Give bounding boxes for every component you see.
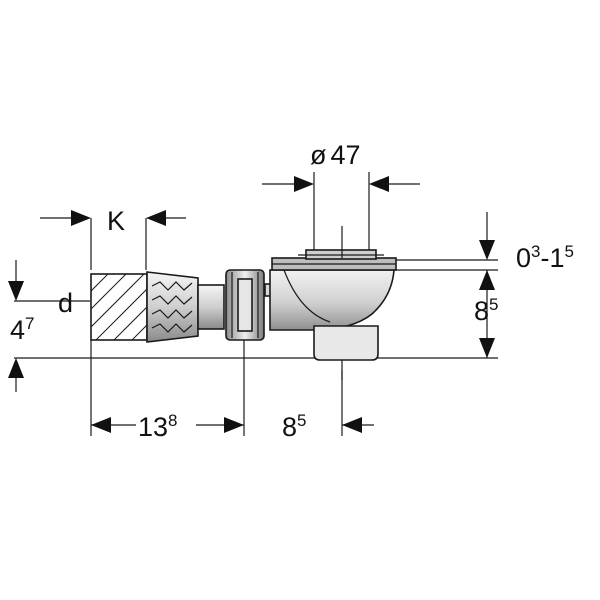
d-label: d: [58, 288, 73, 318]
height-left-label: 47: [10, 314, 35, 345]
dimension-arrows: [8, 176, 495, 433]
k-label: K: [107, 206, 125, 236]
extension-lines: [14, 172, 498, 436]
outlet-length-label: 138: [138, 411, 178, 442]
outlet-pipe: [90, 269, 276, 343]
flange-range-label: 03-15: [516, 242, 574, 273]
outlet-offset-label: 85: [282, 411, 307, 442]
body-height-label: 85: [474, 295, 499, 326]
trap-body: [269, 226, 397, 361]
